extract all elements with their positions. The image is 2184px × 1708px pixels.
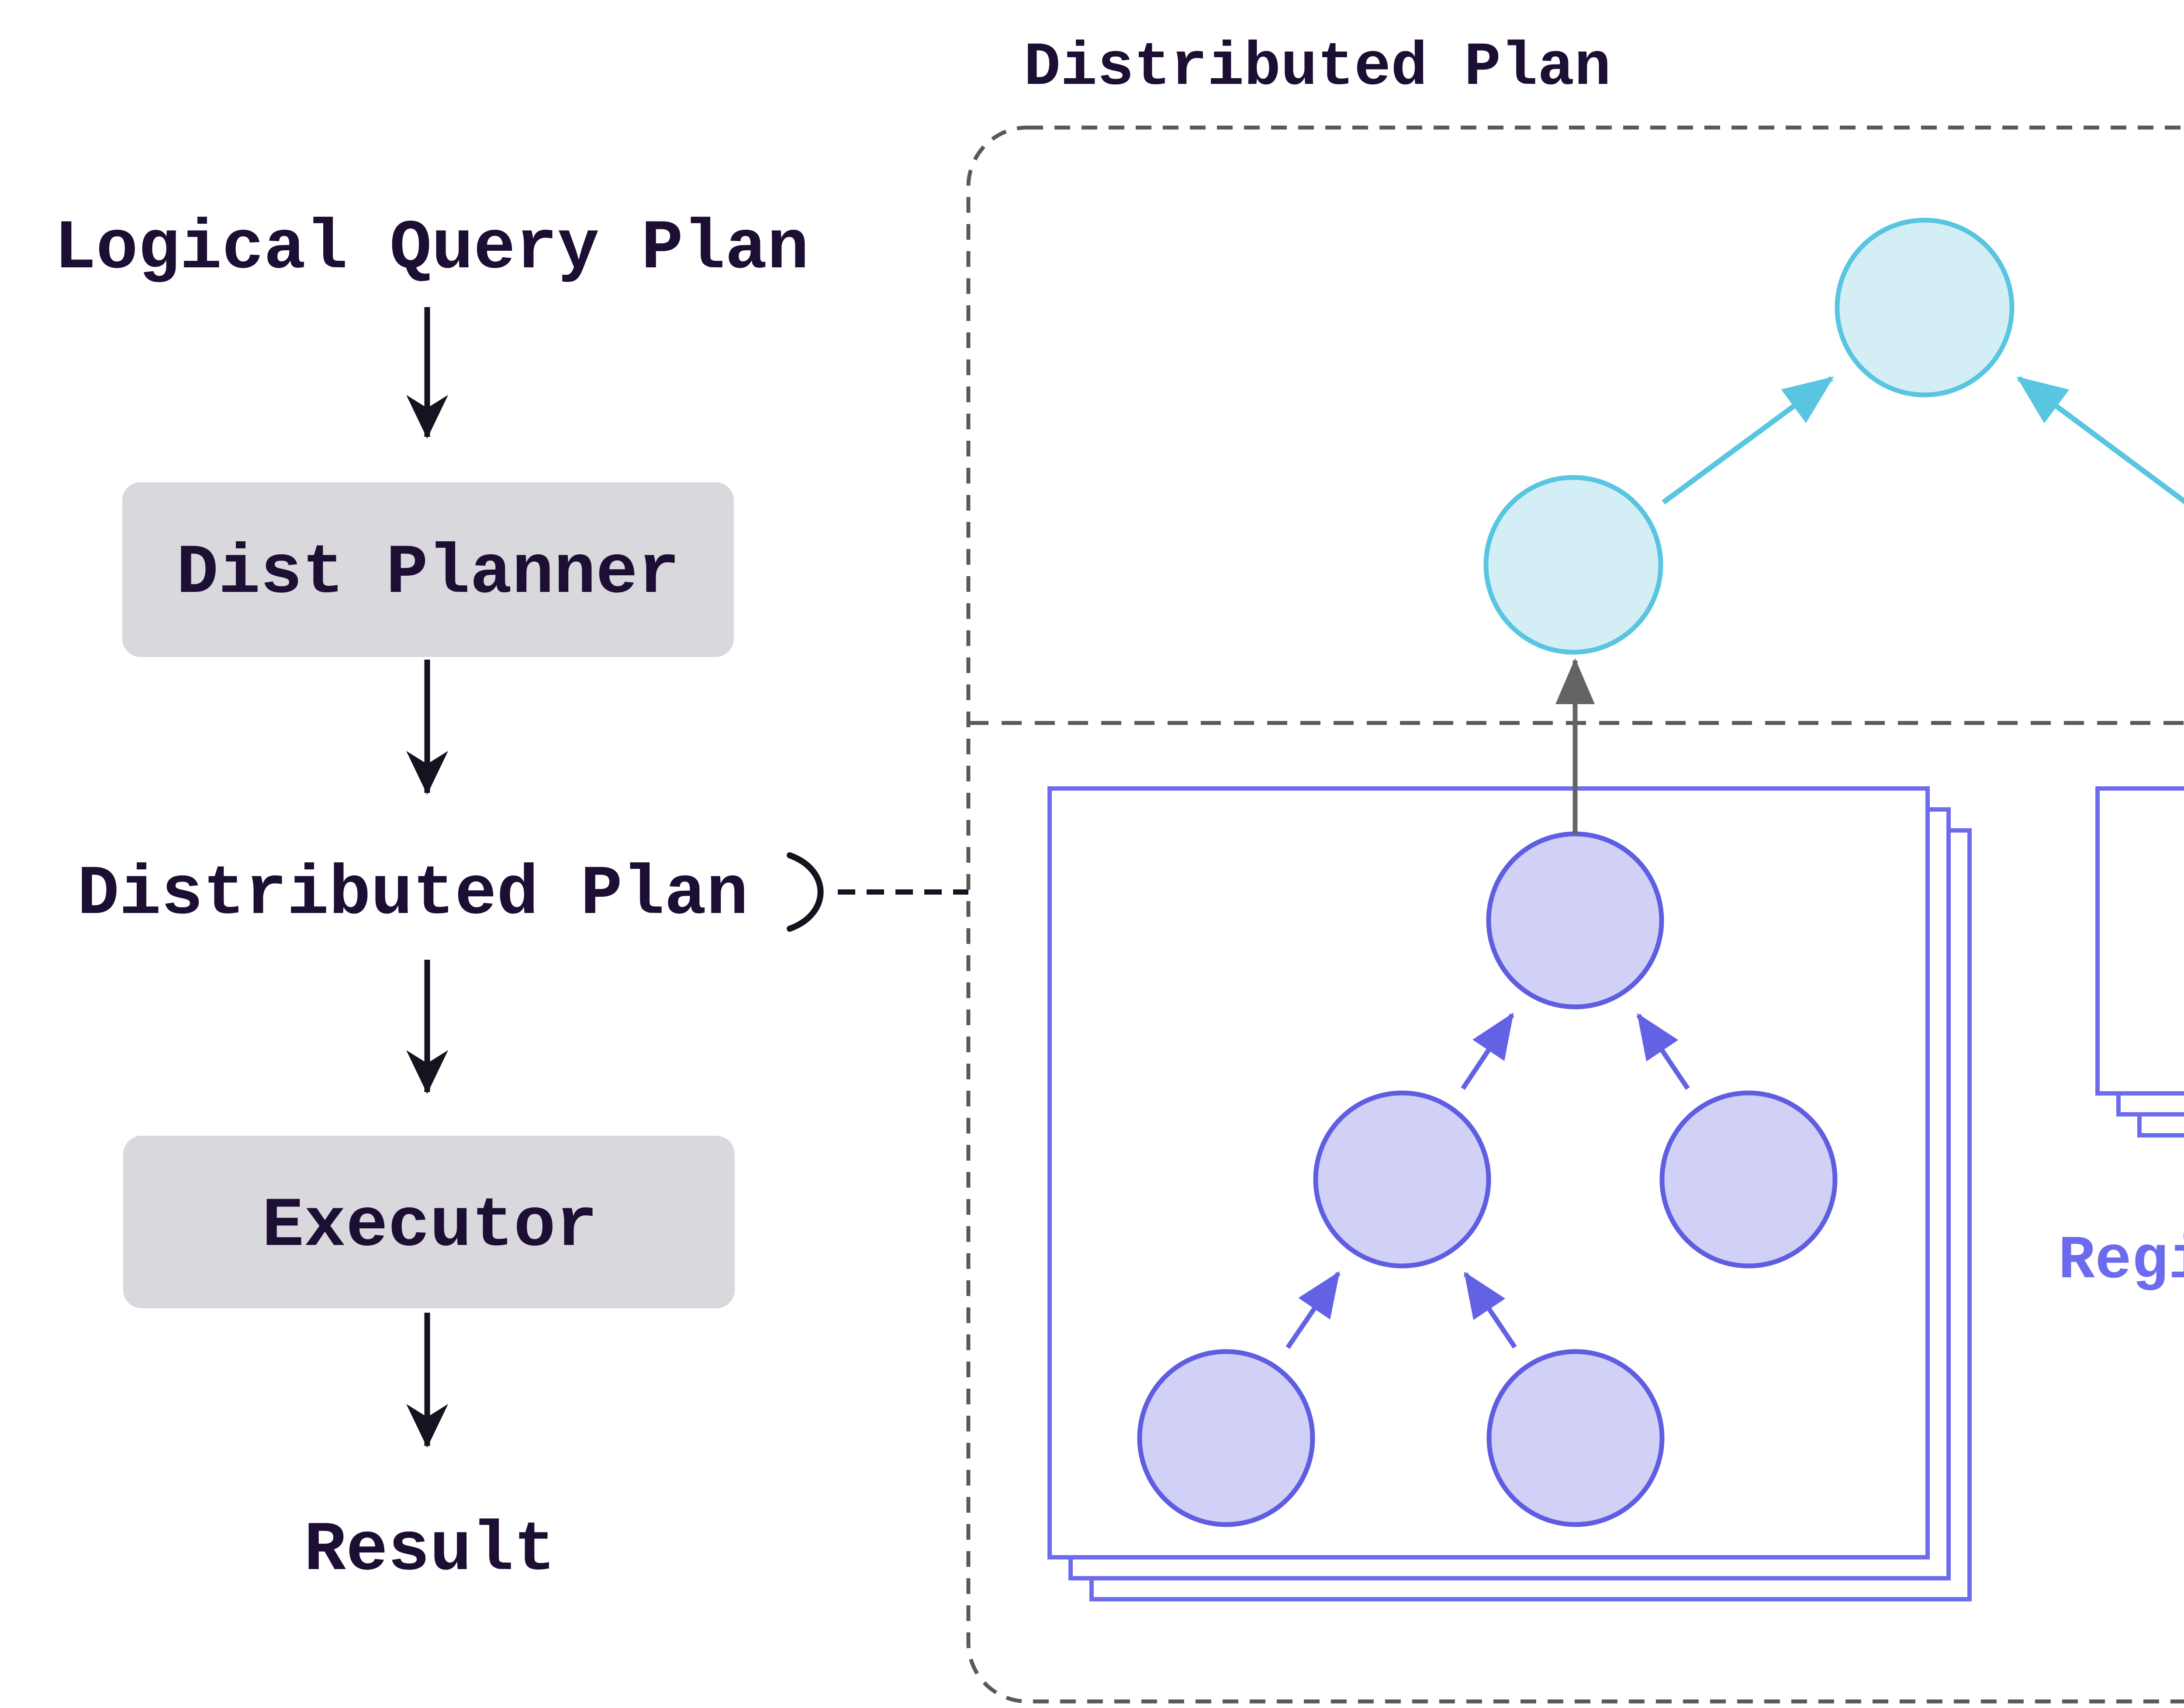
purple-arrow-leafright-to-mid bbox=[1463, 1272, 1517, 1349]
executor-box bbox=[123, 1136, 735, 1308]
purple-arrow-leafleft-to-mid bbox=[1286, 1271, 1341, 1349]
dist-planner-box bbox=[122, 482, 734, 657]
distributed-plan-container bbox=[966, 125, 2184, 1704]
dist-planner-label: Dist Planner bbox=[176, 534, 680, 613]
logical-query-plan-label: Logical Query Plan bbox=[54, 210, 809, 289]
cyan-arrow-left-to-root bbox=[1662, 376, 1834, 505]
panel-title: Distributed Plan bbox=[1024, 33, 1611, 103]
frontend-node-left bbox=[1483, 475, 1663, 655]
bracket-paren bbox=[787, 852, 824, 932]
regions-label: Regions bbox=[2058, 1227, 2184, 1296]
right-region-stack bbox=[2095, 786, 2184, 1138]
datanode-node-mid-right bbox=[1659, 1090, 1838, 1269]
datanode-node-leaf-left bbox=[1137, 1349, 1315, 1527]
right-region-layer-1 bbox=[2095, 786, 2184, 1096]
datanode-node-root bbox=[1486, 831, 1664, 1010]
result-label: Result bbox=[304, 1511, 556, 1590]
executor-label: Executor bbox=[262, 1187, 598, 1266]
datanode-node-mid-left bbox=[1313, 1090, 1491, 1269]
frontend-tree bbox=[1483, 218, 2184, 655]
left-region-stack bbox=[1047, 786, 1972, 1601]
cyan-arrow-right-to-root bbox=[2016, 376, 2184, 505]
datanode-node-leaf-right bbox=[1486, 1349, 1665, 1527]
distributed-plan-panel: Distributed Plan Frontend Stage Datanode… bbox=[966, 33, 2184, 1704]
purple-arrow-midright-to-root bbox=[1636, 1013, 1690, 1090]
frontend-node-root bbox=[1835, 218, 2015, 398]
left-flowchart: Logical Query Plan Dist Planner Distribu… bbox=[54, 210, 968, 1590]
distributed-plan-label: Distributed Plan bbox=[77, 855, 748, 934]
purple-arrow-midleft-to-root bbox=[1461, 1013, 1514, 1090]
